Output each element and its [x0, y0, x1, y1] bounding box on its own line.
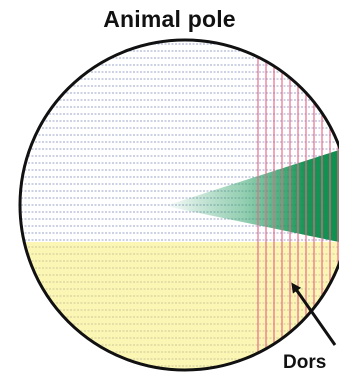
dorsal-arrow — [291, 282, 337, 346]
organizer-gradient — [165, 150, 339, 242]
embryo-interior — [20, 40, 339, 370]
animal-pole-title: Animal pole — [103, 6, 236, 32]
embryo-outline — [18, 38, 339, 372]
dorsal-label: Dors — [283, 352, 327, 373]
